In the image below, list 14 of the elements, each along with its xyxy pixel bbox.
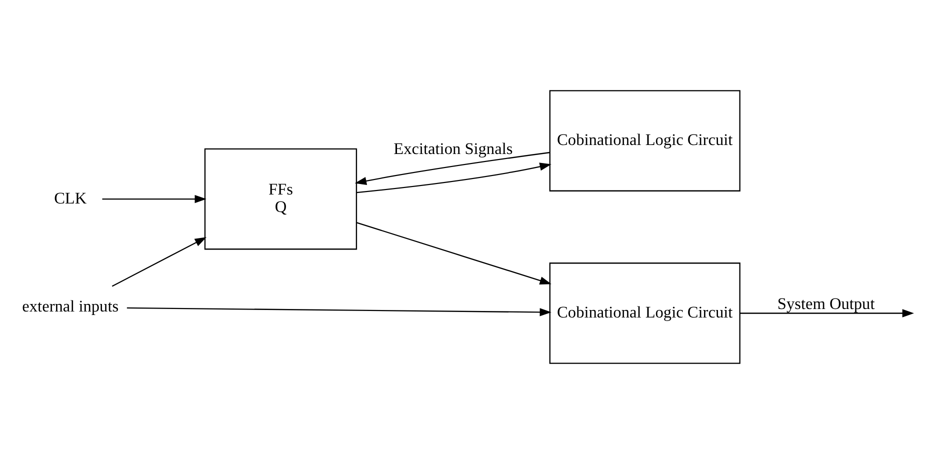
arrow bbox=[354, 151, 550, 185]
edge-label: Excitation Signals bbox=[394, 138, 513, 158]
arrow bbox=[112, 236, 207, 286]
arrow bbox=[740, 308, 914, 317]
arrow bbox=[126, 306, 552, 316]
arrow bbox=[356, 162, 552, 193]
node-text: external inputs bbox=[22, 296, 119, 316]
node-box: FFs Q bbox=[204, 148, 358, 250]
edge-label: System Output bbox=[777, 293, 875, 312]
arrow bbox=[356, 222, 552, 284]
node-box: Cobinational Logic Circuit bbox=[549, 90, 740, 191]
node-box: Cobinational Logic Circuit bbox=[549, 262, 740, 364]
node-text: CLK bbox=[54, 188, 87, 207]
arrow bbox=[102, 194, 206, 203]
